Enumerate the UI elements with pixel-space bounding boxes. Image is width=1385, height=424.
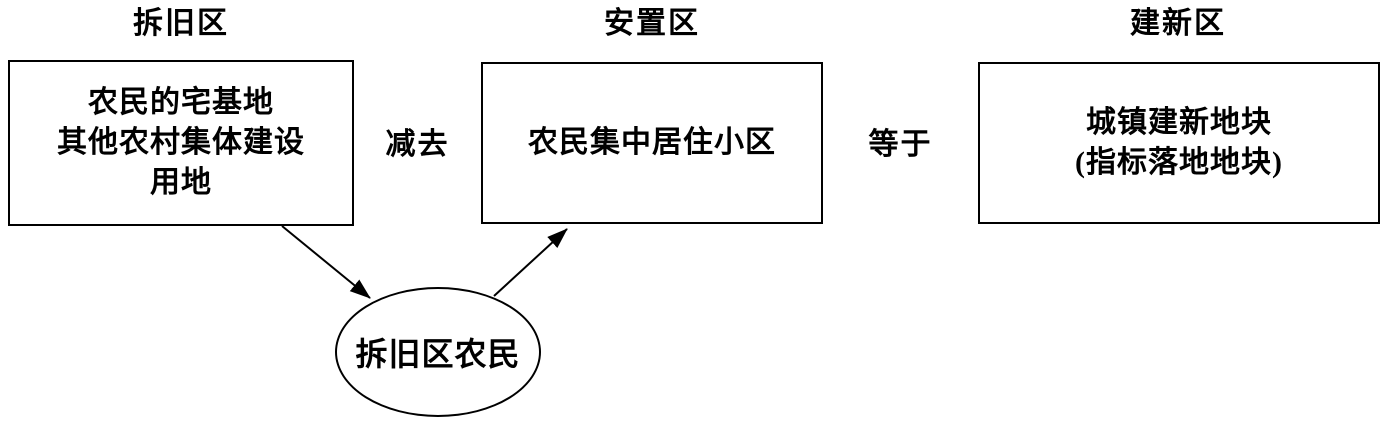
operator-equals-label: 等于 [868, 128, 933, 161]
box-demolition-land: 农民的宅基地 其他农村集体建设 用地 [8, 60, 354, 226]
header-new-construction-zone: 建新区 [1130, 7, 1226, 40]
ellipse-demolition-zone-farmers: 拆旧区农民 [335, 287, 541, 417]
box-resettlement-community-line-1: 农民集中居住小区 [528, 126, 776, 159]
ellipse-demolition-zone-farmers-label: 拆旧区农民 [355, 336, 521, 372]
header-resettlement-zone: 安置区 [604, 7, 700, 40]
header-demolition-zone: 拆旧区 [133, 7, 229, 40]
arrow-demolition-box-to-farmers-ellipse [281, 225, 371, 299]
box-new-construction-plot: 城镇建新地块 (指标落地地块) [978, 62, 1380, 224]
box-new-construction-plot-line-2: (指标落地地块) [1075, 146, 1283, 179]
box-demolition-land-line-3: 用地 [150, 166, 212, 199]
box-new-construction-plot-line-1: 城镇建新地块 [1086, 106, 1272, 139]
box-resettlement-community: 农民集中居住小区 [481, 62, 823, 224]
box-demolition-land-line-2: 其他农村集体建设 [57, 126, 305, 159]
arrow-farmers-ellipse-to-resettlement-box [493, 228, 568, 297]
box-demolition-land-line-1: 农民的宅基地 [88, 86, 274, 119]
operator-minus-label: 减去 [385, 128, 450, 161]
